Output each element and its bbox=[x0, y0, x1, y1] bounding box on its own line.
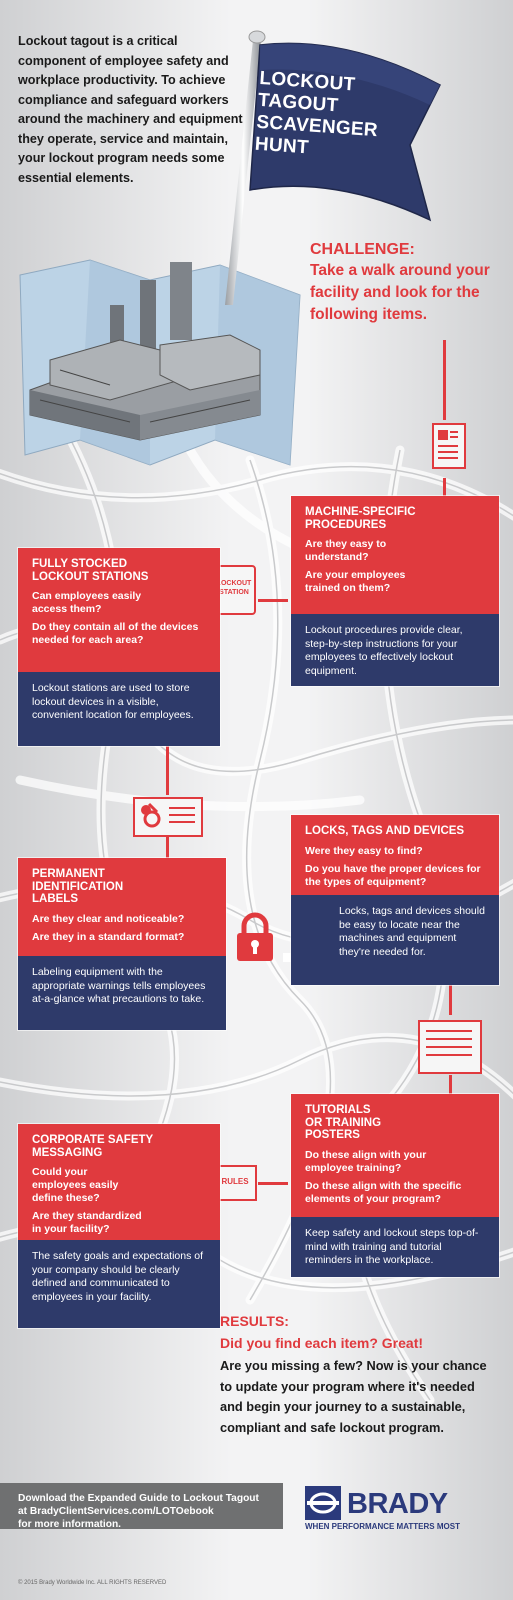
card-question: Were they easy to find? bbox=[305, 844, 423, 857]
challenge-body: Take a walk around your facility and loo… bbox=[310, 262, 490, 323]
card-question: Do these align with the specific element… bbox=[305, 1179, 462, 1205]
card-tutorials-posters: TUTORIALS OR TRAINING POSTERS Do these a… bbox=[291, 1094, 499, 1277]
challenge-heading: CHALLENGE: bbox=[310, 241, 415, 258]
brand-tagline: WHEN PERFORMANCE MATTERS MOST bbox=[305, 1522, 460, 1531]
results-subheading: Did you find each item? Great! bbox=[220, 1335, 424, 1351]
download-line-3: for more information. bbox=[18, 1519, 122, 1530]
download-link[interactable]: at BradyClientServices.com/LOTOebook bbox=[18, 1506, 214, 1517]
rules-icon: RULES bbox=[213, 1165, 257, 1201]
card-question: Can employees easily access them? bbox=[32, 590, 142, 615]
brady-logo: BRADY WHEN PERFORMANCE MATTERS MOST bbox=[305, 1486, 505, 1536]
card-description: The safety goals and expectations of you… bbox=[18, 1240, 220, 1328]
download-banner[interactable]: Download the Expanded Guide to Lockout T… bbox=[0, 1483, 283, 1530]
brand-name: BRADY bbox=[347, 1488, 448, 1520]
card-title: FULLY STOCKED LOCKOUT STATIONS bbox=[32, 558, 149, 583]
card-title: LOCKS, TAGS AND DEVICES bbox=[305, 825, 465, 837]
factory-map-illustration bbox=[19, 259, 301, 466]
card-corporate-safety-messaging: CORPORATE SAFETY MESSAGING Could your em… bbox=[18, 1124, 220, 1328]
card-question: Are they easy to understand? bbox=[305, 538, 387, 563]
results-section: RESULTS: Did you find each item? Great! … bbox=[220, 1312, 500, 1438]
results-body: Are you missing a few? Now is your chanc… bbox=[220, 1358, 487, 1435]
intro-text: Lockout tagout is a critical component o… bbox=[18, 34, 243, 185]
card-description: Lockout procedures provide clear, step-b… bbox=[291, 614, 499, 686]
card-lockout-stations: FULLY STOCKED LOCKOUT STATIONS Can emplo… bbox=[18, 548, 220, 746]
brady-logo-mark-icon bbox=[305, 1486, 341, 1520]
card-locks-tags-devices: LOCKS, TAGS AND DEVICES Were they easy t… bbox=[291, 815, 499, 985]
card-title: CORPORATE SAFETY MESSAGING bbox=[32, 1134, 153, 1159]
card-question: Are they clear and noticeable? bbox=[32, 912, 185, 925]
card-description: Lockout stations are used to store locko… bbox=[18, 672, 220, 746]
card-question: Do these align with your employee traini… bbox=[305, 1148, 427, 1174]
poster-icon bbox=[418, 1020, 482, 1074]
card-machine-specific-procedures: MACHINE-SPECIFIC PROCEDURES Are they eas… bbox=[291, 496, 499, 686]
padlock-icon bbox=[234, 912, 276, 962]
flag-graphic: LOCKOUT TAGOUT SCAVENGER HUNT bbox=[205, 25, 445, 305]
card-description: Locks, tags and devices should be easy t… bbox=[291, 895, 499, 985]
card-title: PERMANENT IDENTIFICATION LABELS bbox=[32, 868, 124, 905]
copyright: © 2015 Brady Worldwide Inc. ALL RIGHTS R… bbox=[18, 1580, 167, 1586]
card-identification-labels: PERMANENT IDENTIFICATION LABELS Are they… bbox=[18, 858, 226, 1030]
card-question: Are they standardized in your facility? bbox=[32, 1210, 142, 1235]
card-title: TUTORIALS OR TRAINING POSTERS bbox=[305, 1104, 382, 1141]
card-title: MACHINE-SPECIFIC PROCEDURES bbox=[305, 506, 416, 531]
card-question: Are your employees trained on them? bbox=[305, 569, 406, 594]
card-description: Keep safety and lockout steps top-of-min… bbox=[291, 1217, 499, 1277]
challenge-section: CHALLENGE: Take a walk around your facil… bbox=[310, 240, 510, 326]
card-question: Could your employees easily define these… bbox=[32, 1166, 119, 1204]
card-question: Do they contain all of the devices neede… bbox=[32, 621, 199, 646]
card-question: Do you have the proper devices for the t… bbox=[305, 862, 481, 888]
results-heading: RESULTS: bbox=[220, 1313, 289, 1329]
document-icon bbox=[432, 423, 466, 469]
card-question: Are they in a standard format? bbox=[32, 930, 185, 943]
card-description: Labeling equipment with the appropriate … bbox=[18, 956, 226, 1030]
download-line-1: Download the Expanded Guide to Lockout T… bbox=[18, 1493, 259, 1504]
label-icon bbox=[133, 797, 203, 837]
